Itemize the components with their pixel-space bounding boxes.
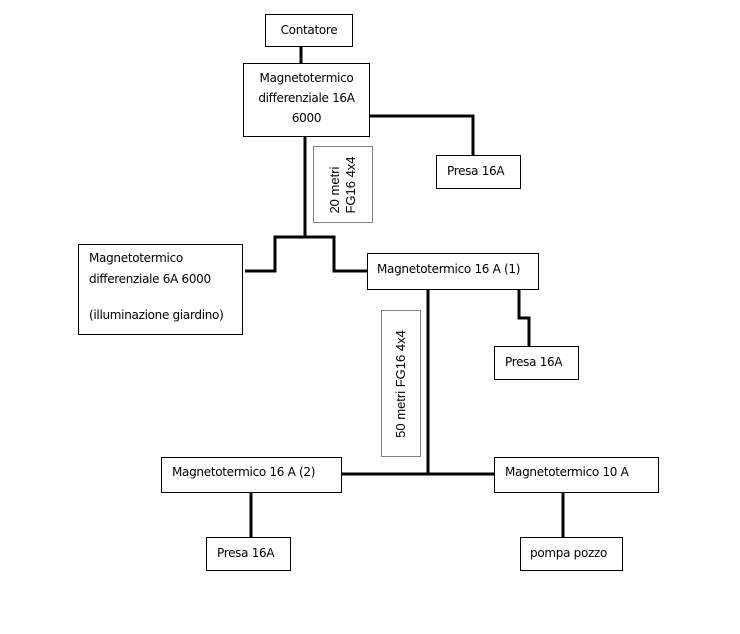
mt-diff-16a-box: Magnetotermico differenziale 16A 6000 — [243, 63, 370, 137]
cable-note-20m-text: 20 metri FG16 4x4 — [327, 156, 359, 213]
mt-10a-box: Magnetotermico 10 A — [494, 457, 659, 493]
cable-note-20m-line-2: FG16 4x4 — [343, 155, 358, 214]
wire-split-bracket — [245, 235, 367, 273]
contatore-label: Contatore — [280, 23, 338, 37]
pompa-pozzo-label: pompa pozzo — [530, 546, 608, 560]
presa-mid-label: Presa 16A — [505, 355, 563, 369]
presa-mid-box: Presa 16A — [494, 346, 579, 380]
mt-diff-16a-line-1: Magnetotermico — [259, 71, 354, 85]
cable-note-50m: 50 metri FG16 4x4 — [381, 310, 421, 457]
cable-note-50m-line-1: 50 metri FG16 4x4 — [393, 329, 408, 438]
pompa-pozzo-box: pompa pozzo — [520, 537, 623, 571]
mt-diff-6a-line-2: differenziale 6A 6000 — [89, 272, 211, 286]
cable-note-20m: 20 metri FG16 4x4 — [313, 146, 373, 223]
mt-diff-6a-line-1: Magnetotermico — [89, 251, 183, 265]
cable-note-50m-text: 50 metri FG16 4x4 — [393, 330, 409, 438]
mt-16a-1-label: Magnetotermico 16 A (1) — [377, 262, 521, 276]
presa-top-box: Presa 16A — [436, 155, 521, 189]
mt-16a-1-box: Magnetotermico 16 A (1) — [367, 253, 539, 290]
mt-diff-6a-box: Magnetotermico differenziale 6A 6000 (il… — [78, 244, 243, 335]
presa-bottom-box: Presa 16A — [206, 537, 291, 571]
presa-bottom-label: Presa 16A — [217, 546, 275, 560]
mt-diff-16a-line-3: 6000 — [291, 111, 322, 125]
mt-16a-2-label: Magnetotermico 16 A (2) — [172, 465, 316, 479]
mt-diff-6a-line-3: (illuminazione giardino) — [89, 308, 224, 322]
wire-mt-16a-1-to-presa-mid — [517, 289, 531, 346]
contatore-box: Contatore — [265, 14, 353, 47]
presa-top-label: Presa 16A — [447, 164, 505, 178]
mt-16a-2-box: Magnetotermico 16 A (2) — [161, 457, 342, 493]
mt-10a-label: Magnetotermico 10 A — [505, 465, 629, 479]
wire-mt-diff-16a-to-presa-top — [370, 114, 475, 155]
mt-diff-16a-line-2: differenziale 16A — [258, 91, 355, 105]
cable-note-20m-line-1: 20 metri — [327, 166, 342, 214]
